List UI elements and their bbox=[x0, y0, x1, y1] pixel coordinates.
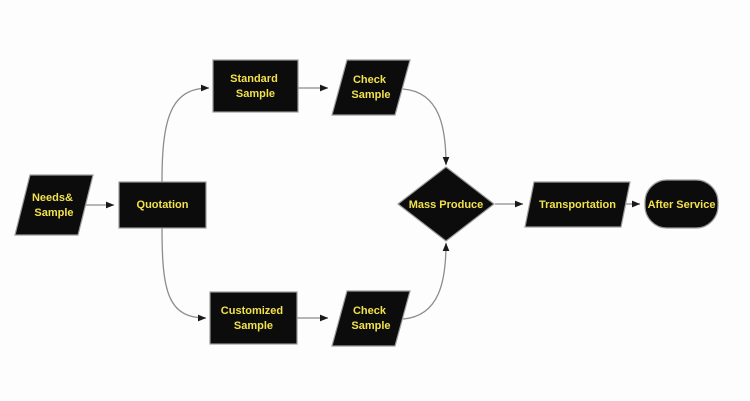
node-transportation[interactable]: Transportation bbox=[524, 181, 631, 228]
edge-check-bottom-to-mass-produce bbox=[402, 242, 450, 320]
quotation-label: Quotation bbox=[137, 199, 189, 211]
node-check-sample-top[interactable]: Check Sample bbox=[331, 59, 411, 116]
transportation-shape bbox=[524, 181, 631, 228]
node-customized-sample[interactable]: Customized Sample bbox=[209, 291, 298, 345]
standard-sample-shape bbox=[212, 59, 299, 113]
node-standard-sample[interactable]: Standard Sample bbox=[212, 59, 299, 113]
mass-produce-shape bbox=[397, 166, 495, 242]
node-needs-sample[interactable]: Needs& Sample bbox=[14, 174, 94, 236]
edge-quotation-to-customized-sample bbox=[161, 227, 207, 322]
node-quotation[interactable]: Quotation bbox=[118, 181, 207, 229]
edge-quotation-to-standard-sample bbox=[161, 84, 210, 183]
check-sample-top-label: Check Sample bbox=[351, 74, 390, 101]
after-service-label: After Service bbox=[648, 199, 716, 211]
customized-sample-shape bbox=[209, 291, 298, 345]
standard-sample-label: Standard Sample bbox=[230, 73, 281, 100]
check-sample-top-shape bbox=[331, 59, 411, 116]
mass-produce-label: Mass Produce bbox=[409, 199, 484, 211]
check-sample-bottom-label: Check Sample bbox=[351, 305, 390, 332]
edge-check-top-to-mass-produce bbox=[402, 88, 450, 166]
needs-sample-label: Needs& Sample bbox=[32, 192, 76, 219]
node-mass-produce[interactable]: Mass Produce bbox=[397, 166, 495, 242]
quotation-shape bbox=[118, 181, 207, 229]
node-after-service[interactable]: After Service bbox=[644, 179, 719, 229]
after-service-shape bbox=[644, 179, 719, 229]
node-check-sample-bottom[interactable]: Check Sample bbox=[331, 290, 411, 347]
check-sample-bottom-shape bbox=[331, 290, 411, 347]
needs-sample-shape bbox=[14, 174, 94, 236]
connector-group bbox=[85, 84, 641, 322]
transportation-label: Transportation bbox=[539, 199, 616, 211]
customized-sample-label: Customized Sample bbox=[221, 305, 286, 332]
